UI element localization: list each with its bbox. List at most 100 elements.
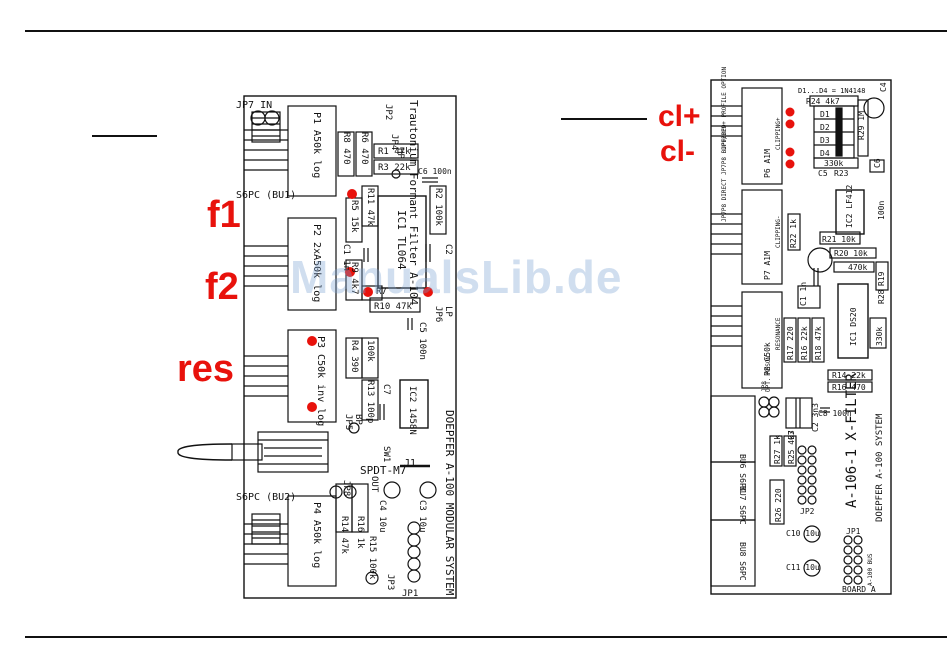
lbl-jp1r: JP1 <box>846 527 861 536</box>
bu1-block <box>251 111 281 143</box>
lbl-c6: C6 100n <box>418 167 452 176</box>
lbl-ic2r: IC2 LF412 <box>845 184 854 228</box>
lbl-p7: P7 A1M <box>763 251 772 280</box>
lbl-c6r: C6 <box>873 158 882 168</box>
lbl-jp8: JP8 <box>341 480 351 496</box>
lbl-bu6: BU6 S6PC <box>738 454 747 493</box>
lbl-p6: P6 A1M <box>763 149 772 178</box>
lbl-jp7: JP7 IN <box>236 100 272 111</box>
lbl-lp: LP <box>443 306 453 317</box>
lbl-r21: R21 10k <box>822 235 856 244</box>
lbl-c4: C4 10u <box>377 500 387 533</box>
lbl-r16: R16 1k <box>355 516 365 549</box>
label-clipping-minus: cl- <box>660 135 696 168</box>
pot-p8 <box>741 291 783 389</box>
lbl-c11: C11 10u <box>786 563 820 572</box>
lbl-r14: R14 47k <box>339 516 349 555</box>
lbl-a104-title: Trautonium Formant Filter A-104 <box>407 100 420 306</box>
bu8-block <box>710 519 756 587</box>
lbl-resonance: RESONANCE <box>775 317 782 350</box>
lbl-r5: R5 15k <box>349 200 359 233</box>
lbl-r9: R9 4k7 <box>349 262 359 295</box>
lbl-jp2: JP2 <box>383 104 393 120</box>
lbl-c2r: C2 3n3 <box>811 403 820 432</box>
lbl-p4: P4 A50k log <box>311 502 322 568</box>
lbl-d2: D2 <box>820 123 830 132</box>
label-f2: f2 <box>205 266 239 308</box>
lbl-a104-footer: DOEPFER A-100 MODULAR SYSTEM <box>443 410 456 596</box>
lbl-clip-p: CLIPPING+ <box>775 117 782 150</box>
lbl-d1: D1 <box>820 110 830 119</box>
lbl-c2: C2 <box>443 244 453 255</box>
lbl-jp-opt: JP9/JP9+ PROFILE OPTION <box>721 67 728 150</box>
watermark: ManualsLib.de <box>290 251 623 303</box>
lbl-a106-footer: DOEPFER A-100 SYSTEM <box>875 413 885 522</box>
lbl-p8: P8 C50k <box>763 342 772 376</box>
label-clipping-plus: cl+ <box>658 100 701 133</box>
underline-right <box>561 118 647 120</box>
lbl-r3: R3 22k <box>378 163 411 173</box>
top-rule <box>25 30 947 32</box>
lbl-r18: R18 47k <box>814 326 823 360</box>
lbl-r10: R10 47k <box>374 302 413 312</box>
lbl-c3: C3 10u <box>417 500 427 533</box>
lbl-r25: R25 4k7 <box>787 430 796 464</box>
lbl-c5: C5 100n <box>417 322 427 360</box>
switch-body <box>257 431 329 473</box>
lbl-ic2: IC2 1458N <box>407 386 417 435</box>
lbl-r4: R4 390 <box>349 340 359 373</box>
lbl-opt: OPT. RESON. <box>765 352 772 392</box>
ic1-chip <box>377 195 427 289</box>
lbl-r22: R22 1k <box>789 219 798 248</box>
lbl-c8r: C8 100n <box>818 409 852 418</box>
lbl-r7: R7 <box>376 287 387 297</box>
ic2-chip-right <box>835 189 865 235</box>
bu7-block <box>710 461 756 521</box>
lbl-board-a: BOARD A <box>842 585 876 594</box>
lbl-r12: 100k <box>365 340 375 362</box>
bu6-block <box>710 395 756 463</box>
lbl-hp: HP <box>395 148 405 159</box>
a106-outline <box>710 79 892 595</box>
lbl-out: OUT <box>369 476 379 493</box>
lbl-c1r: C1 1n <box>799 282 808 306</box>
lbl-j1: J1 <box>404 458 416 469</box>
lbl-r470: 470k <box>848 263 867 272</box>
lbl-d4: D4 <box>820 149 830 158</box>
lbl-r330: 330k <box>824 159 843 168</box>
lbl-c3r: C3 <box>787 430 796 440</box>
lbl-p2: P2 2xA50k log <box>311 224 322 302</box>
lbl-ic1r: IC1 DS20 <box>849 307 858 346</box>
lbl-jp1: JP1 <box>402 589 418 599</box>
lbl-a100-bus: A-100 BUS <box>867 553 874 586</box>
lbl-bu8: BU8 S6PC <box>738 542 747 581</box>
lbl-bu7: BU7 S6PC <box>738 486 747 525</box>
lbl-jp-direct: JP7P8 DIRECT JP7P8 BUFFERED <box>721 124 728 222</box>
lbl-c7: C7 <box>381 384 391 395</box>
pot-p4 <box>287 495 337 587</box>
lbl-jp3: JP3 <box>385 574 395 590</box>
lbl-r23: R23 <box>834 169 849 178</box>
lbl-r26: R26 220 <box>774 488 783 522</box>
lbl-c1: C1 1n <box>341 244 351 271</box>
label-res: res <box>177 348 235 390</box>
lbl-r29: R29 1M <box>857 111 866 140</box>
lbl-c5r: C5 <box>818 169 828 178</box>
ic2-chip <box>399 379 429 429</box>
pot-p7 <box>741 189 783 285</box>
lbl-r330b: 330k <box>875 327 884 346</box>
bottom-rule <box>25 636 947 638</box>
ic1-chip-right <box>837 283 869 359</box>
pot-p2 <box>287 217 337 311</box>
lbl-bp: BP <box>353 414 363 425</box>
label-f1: f1 <box>207 194 241 236</box>
lbl-a106-title: A-106-1 X-FILTER <box>844 373 860 508</box>
lbl-bu1: S6PC (BU1) <box>236 190 296 201</box>
lbl-jp8r: JP8 <box>761 381 768 392</box>
lbl-jp4: JP4 <box>389 134 399 150</box>
lbl-sw1: SW1 <box>381 446 391 462</box>
a104-outline <box>243 95 457 599</box>
lbl-r19: R19 <box>877 271 886 286</box>
